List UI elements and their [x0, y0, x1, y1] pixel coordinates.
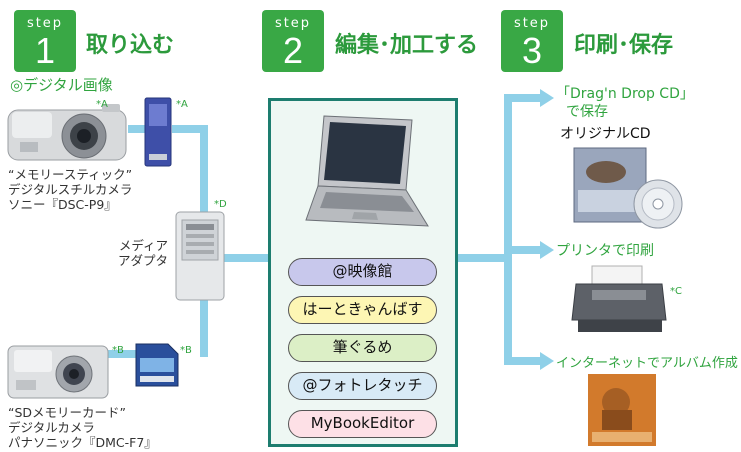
step-3-number: 3 — [521, 30, 543, 71]
media-adapter-image — [175, 211, 225, 301]
arrow-to-printer-icon — [540, 241, 554, 259]
step-1-word: step — [26, 16, 64, 31]
sony-camera-caption: “メモリースティック” デジタルスチルカメラ ソニー『DSC-P9』 — [8, 167, 132, 212]
step-1-number: 1 — [34, 30, 56, 71]
connector-adapter-apps — [222, 254, 268, 262]
cd-title: 「Drag'n Drop CD」 で保存 — [556, 85, 694, 121]
sony-camera-image — [7, 104, 127, 161]
album-title: インターネットでアルバム作成 — [556, 356, 738, 371]
digital-image-heading: ◎デジタル画像 — [10, 76, 113, 94]
app-photo-retouch: @フォトレタッチ — [288, 372, 437, 400]
panasonic-caption-line-3: パナソニック『DMC-F7』 — [8, 435, 157, 450]
note-a-stick: *A — [176, 99, 188, 110]
note-d-adapter: *D — [214, 199, 227, 210]
step-2-number: 2 — [282, 30, 304, 71]
connector-to-printer — [504, 246, 544, 254]
laptop-image — [305, 115, 429, 227]
adapter-caption-line-1: メディア — [118, 238, 169, 253]
arrow-to-album-icon — [540, 352, 554, 370]
app-fude-gurume: 筆ぐるめ — [288, 334, 437, 362]
connector-apps-outputs — [458, 254, 508, 262]
note-b-sd: *B — [180, 345, 192, 356]
sd-card-image — [135, 343, 179, 387]
cd-case-image — [573, 147, 683, 229]
connector-to-cd — [504, 94, 544, 102]
app-heart-canvas: はーときゃんばす — [288, 296, 437, 324]
cd-title-line-1: 「Drag'n Drop CD」 — [556, 86, 694, 102]
step-3-badge: step 3 — [501, 10, 563, 72]
printer-title: プリンタで印刷 — [556, 243, 654, 259]
step-2-word: step — [274, 16, 312, 31]
connector-camera1-stick — [128, 125, 148, 133]
app-eizokan: @映像館 — [288, 258, 437, 286]
adapter-caption-line-2: アダプタ — [118, 253, 169, 268]
album-photo-image — [588, 374, 656, 446]
step-1-badge: step 1 — [14, 10, 76, 72]
step-3-title: 印刷･保存 — [574, 33, 674, 58]
arrow-to-cd-icon — [540, 89, 554, 107]
step-2-badge: step 2 — [262, 10, 324, 72]
printer-image — [571, 265, 667, 332]
panasonic-caption-line-1: “SDメモリーカード” — [8, 405, 127, 420]
connector-vertical-output — [504, 94, 512, 364]
note-b-camera: *B — [112, 345, 124, 356]
step-2-title: 編集･加工する — [335, 33, 479, 58]
connector-stick-right — [172, 125, 202, 133]
adapter-caption: メディア アダプタ — [118, 238, 168, 268]
app-mybookeditor: MyBookEditor — [288, 410, 437, 438]
sony-caption-line-2: デジタルスチルカメラ — [8, 182, 133, 197]
note-a-camera: *A — [96, 99, 108, 110]
panasonic-camera-image — [7, 345, 109, 399]
step-3-word: step — [513, 16, 551, 31]
note-c-printer: *C — [670, 286, 682, 297]
memory-stick-image — [144, 97, 172, 167]
cd-subtitle: オリジナルCD — [560, 126, 651, 142]
panasonic-caption-line-2: デジタルカメラ — [8, 420, 95, 435]
sony-caption-line-1: “メモリースティック” — [8, 167, 133, 182]
step-1-title: 取り込む — [86, 33, 175, 58]
connector-to-album — [504, 357, 544, 365]
connector-camera2-sd — [108, 350, 136, 358]
cd-title-line-2: で保存 — [566, 104, 608, 120]
sony-caption-line-3: ソニー『DSC-P9』 — [8, 197, 117, 212]
panasonic-camera-caption: “SDメモリーカード” デジタルカメラ パナソニック『DMC-F7』 — [8, 405, 157, 450]
